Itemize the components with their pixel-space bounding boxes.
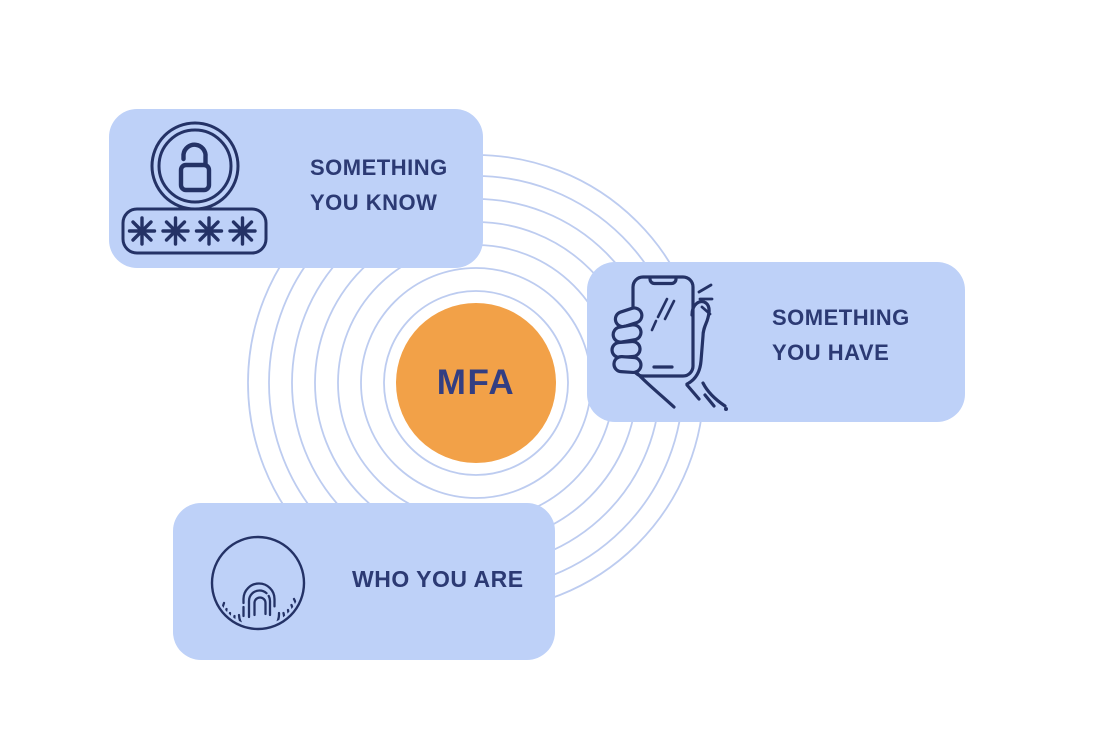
card-label-line1: WHO YOU ARE — [352, 566, 524, 592]
wrist-creases — [685, 383, 716, 408]
wrist-left — [634, 370, 676, 409]
card-label-line1: SOMETHING — [772, 305, 910, 330]
card-something-you-have: SOMETHING YOU HAVE — [587, 262, 965, 422]
phone-in-hand-icon — [610, 275, 728, 411]
card-something-you-know: SOMETHING YOU KNOW — [109, 109, 483, 268]
card-label: SOMETHING YOU KNOW — [310, 150, 448, 220]
unlock-icon — [150, 121, 240, 211]
card-label: WHO YOU ARE — [352, 562, 524, 597]
card-label-line2: YOU KNOW — [310, 190, 438, 215]
thumb — [685, 300, 711, 386]
wrist-right — [701, 381, 727, 408]
card-label-line2: YOU HAVE — [772, 340, 890, 365]
card-label: SOMETHING YOU HAVE — [772, 300, 910, 370]
card-label-line1: SOMETHING — [310, 155, 448, 180]
fingers — [610, 306, 644, 375]
mfa-label: MFA — [436, 363, 516, 402]
fingerprint-icon — [210, 535, 306, 631]
card-who-you-are: WHO YOU ARE — [173, 503, 555, 660]
screen-reflection — [650, 297, 676, 332]
mfa-center-node: MFA — [396, 303, 556, 463]
password-field-icon — [121, 207, 268, 255]
password-asterisks — [127, 216, 257, 246]
